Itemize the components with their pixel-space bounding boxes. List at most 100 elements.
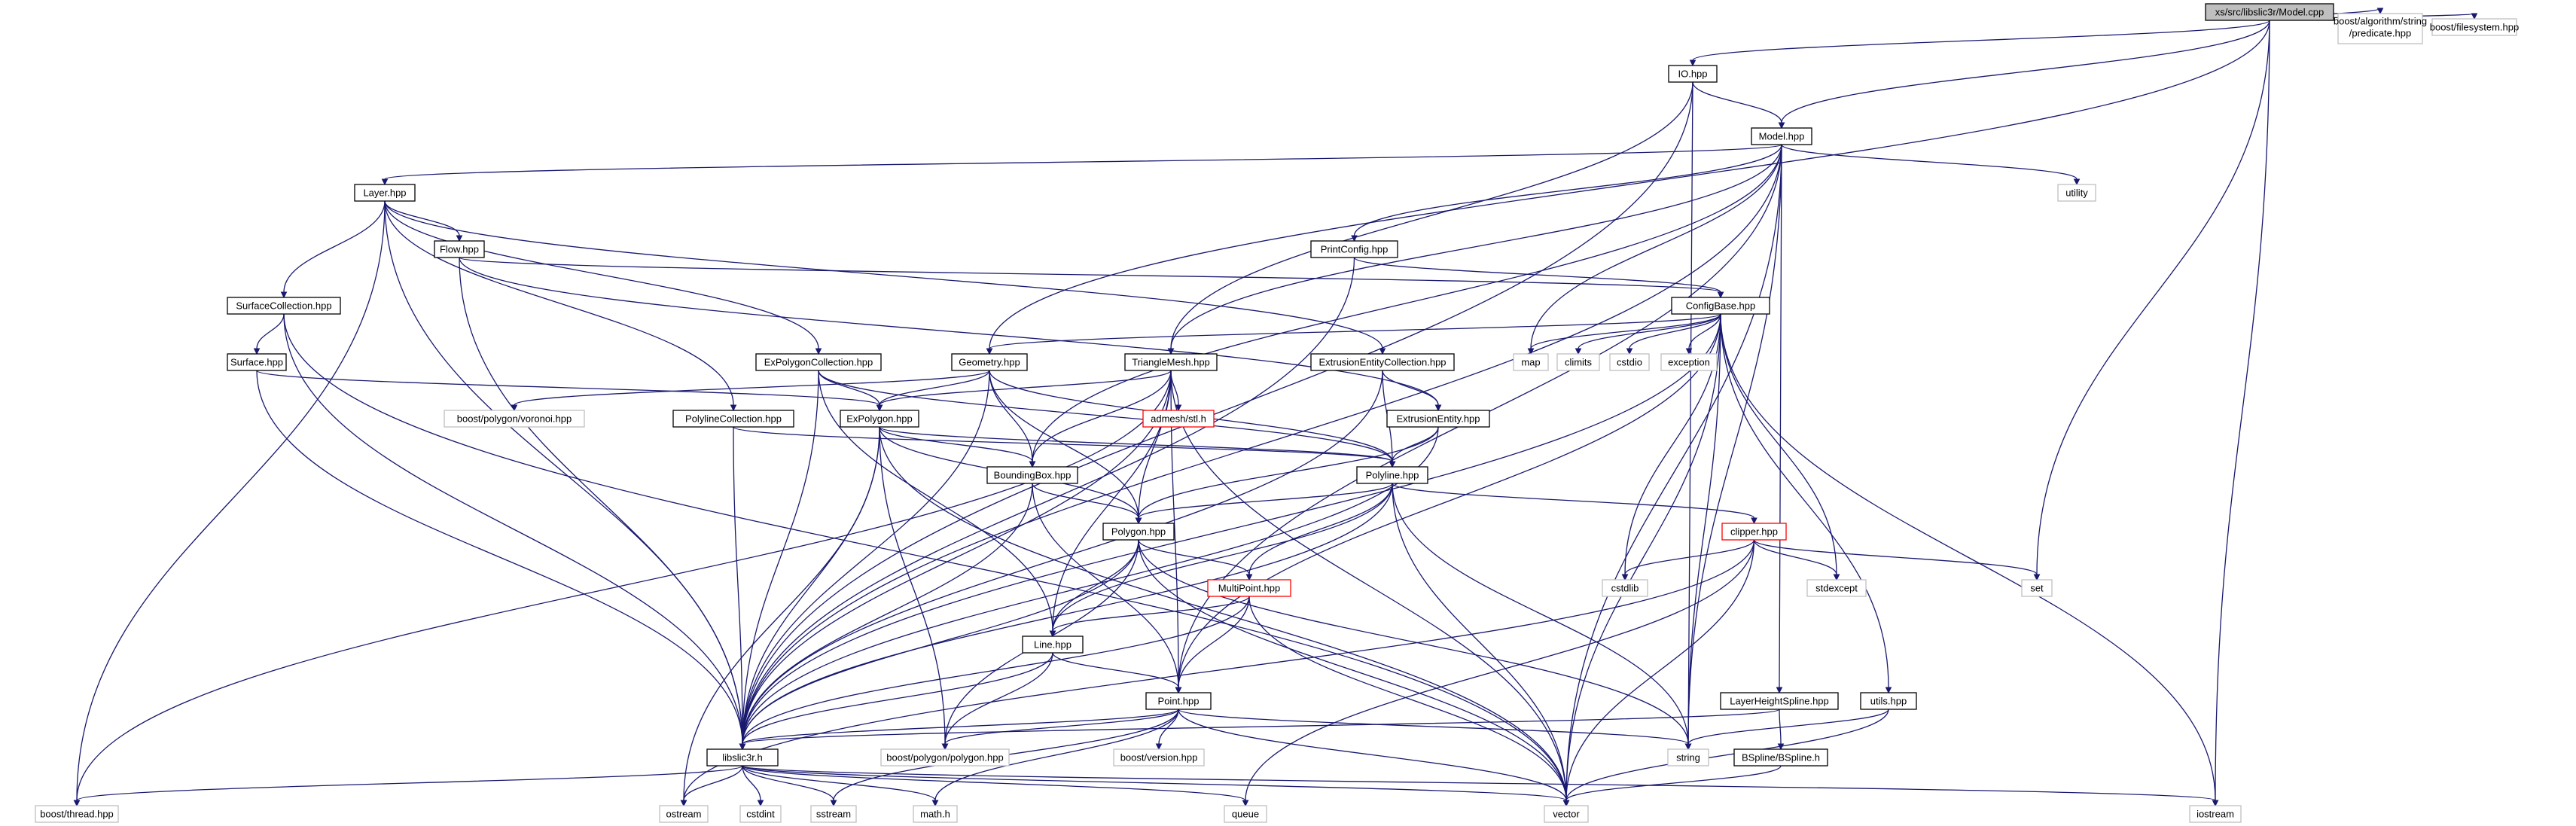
- node-surface-hpp[interactable]: Surface.hpp: [227, 353, 287, 371]
- node-bspline-h[interactable]: BSpline/BSpline.h: [1733, 748, 1828, 767]
- edge-polyline_hpp-to-vector: [1392, 483, 1570, 807]
- node-box: [2431, 18, 2517, 36]
- edge-utils_hpp-to-string: [1684, 709, 1889, 751]
- edge-polyline_hpp-to-clipper_hpp: [1392, 483, 1757, 525]
- node-label: Flow.hpp: [440, 243, 479, 255]
- node-label: boost/thread.hpp: [40, 808, 114, 819]
- node-label: IO.hpp: [1678, 68, 1707, 79]
- node-configbase-hpp[interactable]: ConfigBase.hpp: [1671, 297, 1770, 315]
- node-label: PrintConfig.hpp: [1321, 243, 1389, 255]
- node-model-cpp[interactable]: xs/src/libslic3r/Model.cpp: [2205, 3, 2334, 21]
- node-extrusionentity-hpp[interactable]: ExtrusionEntity.hpp: [1386, 410, 1490, 428]
- node-layerheightspline-hpp[interactable]: LayerHeightSpline.hpp: [1720, 692, 1839, 710]
- edge-libslic3r_h-to-math_h: [742, 765, 939, 807]
- node-label: queue: [1232, 808, 1259, 819]
- node-box: [1207, 579, 1291, 597]
- node-admesh-stl-h[interactable]: admesh/stl.h: [1142, 410, 1215, 428]
- node-box: [434, 240, 485, 258]
- node-label: BSpline/BSpline.h: [1742, 751, 1820, 763]
- node-box: [1124, 353, 1218, 371]
- node-line-hpp[interactable]: Line.hpp: [1022, 636, 1084, 654]
- edge-layer_hpp-to-extrusionentitycollection_hpp: [384, 200, 1386, 355]
- node-printconfig-hpp[interactable]: PrintConfig.hpp: [1310, 240, 1398, 258]
- node-label: map: [1521, 356, 1540, 367]
- edge-model_cpp-to-io_hpp: [1689, 20, 2270, 67]
- edge-model_cpp-to-iostream: [2212, 20, 2270, 807]
- node-box: [1556, 353, 1600, 371]
- node-label: boost/filesystem.hpp: [2430, 21, 2520, 32]
- node-geometry-hpp[interactable]: Geometry.hpp: [951, 353, 1028, 371]
- node-label: ExtrusionEntity.hpp: [1396, 413, 1480, 424]
- node-expolygon-hpp[interactable]: ExPolygon.hpp: [840, 410, 919, 428]
- node-box: [1356, 466, 1428, 484]
- node-box: [755, 353, 882, 371]
- node-sstream: sstream: [810, 805, 857, 823]
- edge-configbase_hpp-to-exception: [1685, 313, 1721, 355]
- edge-libslic3r_h-to-iostream: [742, 765, 2219, 807]
- node-label: boost/version.hpp: [1120, 751, 1198, 763]
- node-multipoint-hpp[interactable]: MultiPoint.hpp: [1207, 579, 1291, 597]
- node-box: [227, 297, 341, 315]
- node-trianglemesh-hpp[interactable]: TriangleMesh.hpp: [1124, 353, 1218, 371]
- node-model-hpp[interactable]: Model.hpp: [1751, 127, 1812, 145]
- node-box: [1860, 692, 1917, 710]
- node-boundingbox-hpp[interactable]: BoundingBox.hpp: [986, 466, 1078, 484]
- edge-polygon_hpp-to-string: [1138, 539, 1692, 751]
- node-surfacecollection-hpp[interactable]: SurfaceCollection.hpp: [227, 297, 341, 315]
- node-box: [444, 410, 585, 428]
- node-utility: utility: [2057, 184, 2096, 202]
- node-box: [227, 353, 287, 371]
- node-box: [1513, 353, 1549, 371]
- node-filesystem-hpp: boost/filesystem.hpp: [2430, 18, 2520, 36]
- edge-configbase_hpp-to-vector: [1562, 313, 1721, 807]
- node-box: [2057, 184, 2096, 202]
- node-label: exception: [1668, 356, 1710, 367]
- node-box: [1022, 636, 1084, 654]
- node-box: [1660, 353, 1718, 371]
- node-polylinecollection-hpp[interactable]: PolylineCollection.hpp: [672, 410, 794, 428]
- edge-expolygon_hpp-to-libslic3r_h: [739, 426, 880, 751]
- node-label: climits: [1565, 356, 1593, 367]
- node-stdexcept: stdexcept: [1806, 579, 1867, 597]
- node-label: iostream: [2196, 808, 2234, 819]
- edge-configbase_hpp-to-cstdio: [1626, 313, 1721, 355]
- node-clipper-hpp[interactable]: clipper.hpp: [1721, 523, 1787, 541]
- node-box: [35, 805, 119, 823]
- node-label: SurfaceCollection.hpp: [236, 300, 331, 311]
- edge-model_cpp-to-set: [2033, 20, 2270, 581]
- node-polyline-hpp[interactable]: Polyline.hpp: [1356, 466, 1428, 484]
- edge-libslic3r_h-to-queue: [742, 765, 1249, 807]
- node-flow-hpp[interactable]: Flow.hpp: [434, 240, 485, 258]
- node-exception: exception: [1660, 353, 1718, 371]
- node-label: set: [2030, 582, 2044, 593]
- edge-extrusionentitycollection_hpp-to-libslic3r_h: [739, 370, 1383, 751]
- node-layer-hpp[interactable]: Layer.hpp: [354, 184, 416, 202]
- node-box: [354, 184, 416, 202]
- node-point-hpp[interactable]: Point.hpp: [1145, 692, 1212, 710]
- node-polygon-hpp[interactable]: Polygon.hpp: [1102, 523, 1175, 541]
- edge-boundingbox_hpp-to-point_hpp: [1032, 483, 1182, 694]
- edge-polygon_hpp-to-multipoint_hpp: [1138, 539, 1253, 581]
- edge-clipper_hpp-to-stdexcept: [1753, 539, 1840, 581]
- edge-geometry_hpp-to-expolygon_hpp: [876, 370, 990, 412]
- edge-model_hpp-to-map: [1527, 144, 1782, 355]
- edge-configbase_hpp-to-utils_hpp: [1720, 313, 1892, 694]
- node-utils-hpp[interactable]: utils.hpp: [1860, 692, 1917, 710]
- edge-surfacecollection_hpp-to-libslic3r_h: [283, 313, 746, 751]
- node-string: string: [1667, 748, 1709, 767]
- node-label: ExtrusionEntityCollection.hpp: [1318, 356, 1446, 367]
- node-iostream: iostream: [2189, 805, 2242, 823]
- node-expolygoncollection-hpp[interactable]: ExPolygonCollection.hpp: [755, 353, 882, 371]
- edge-line_hpp-to-point_hpp: [1052, 652, 1182, 694]
- node-box: [706, 748, 779, 767]
- node-io-hpp[interactable]: IO.hpp: [1668, 65, 1718, 83]
- edge-trianglemesh_hpp-to-expolygon_hpp: [876, 370, 1172, 412]
- node-box: [880, 748, 1010, 767]
- node-libslic3r-h[interactable]: libslic3r.h: [706, 748, 779, 767]
- edge-layerheightspline_hpp-to-libslic3r_h: [739, 709, 1780, 751]
- node-extrusionentitycollection-hpp[interactable]: ExtrusionEntityCollection.hpp: [1310, 353, 1455, 371]
- node-label: cstdlib: [1611, 582, 1639, 593]
- node-label: boost/algorithm/string: [2334, 15, 2427, 26]
- node-label: sstream: [816, 808, 851, 819]
